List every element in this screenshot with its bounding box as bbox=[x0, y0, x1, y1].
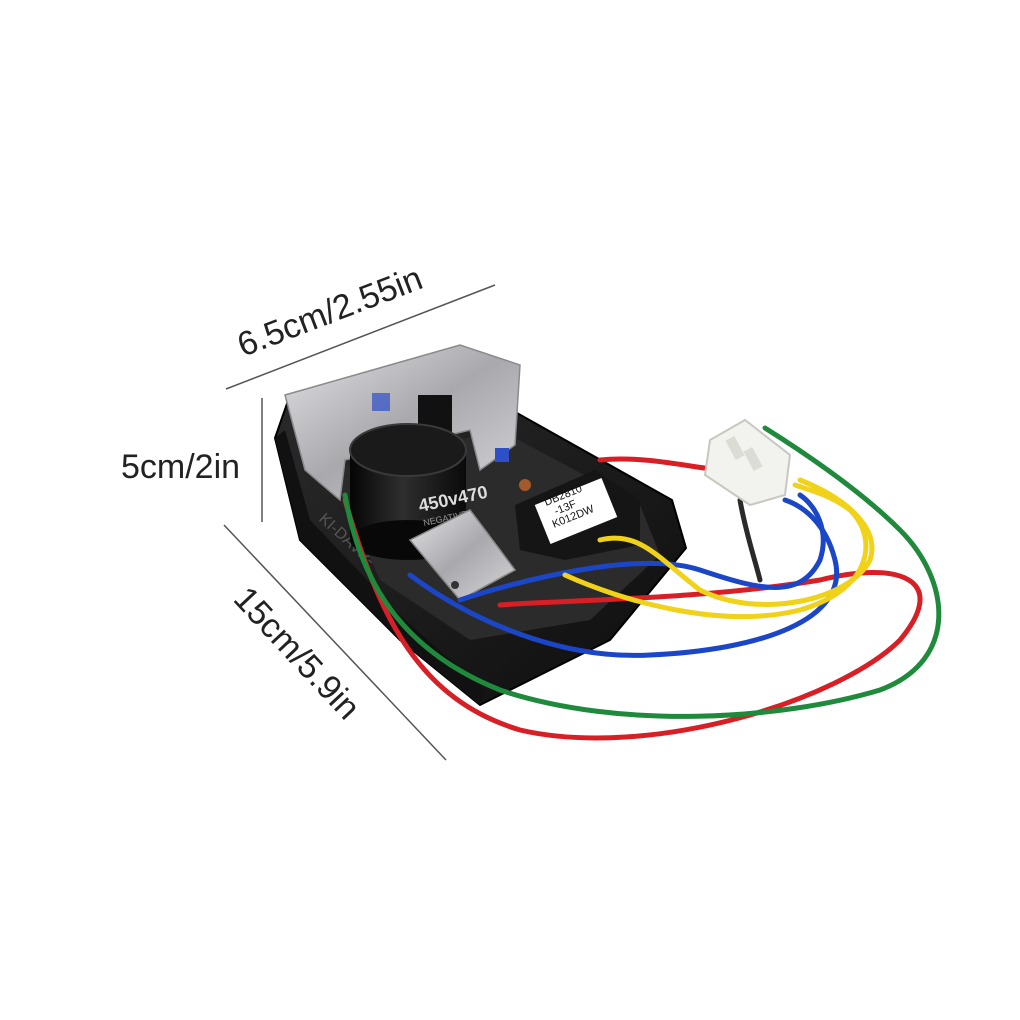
regulator-case-side bbox=[275, 430, 485, 705]
heatsink-bracket bbox=[284, 344, 521, 502]
dimension-label-left: 5cm/2in bbox=[121, 448, 240, 486]
wire-yellow-2 bbox=[597, 477, 875, 607]
wire-harness bbox=[342, 425, 942, 741]
heatsink-blue-mark bbox=[372, 393, 390, 411]
wire-blue-2 bbox=[457, 492, 826, 603]
wire-black bbox=[737, 497, 763, 583]
resistor bbox=[519, 479, 531, 491]
aluminium-fin bbox=[408, 509, 517, 601]
dimension-line-top bbox=[225, 284, 496, 390]
white-connector bbox=[703, 418, 792, 507]
module-sticker bbox=[534, 478, 618, 544]
wire-green bbox=[342, 425, 942, 719]
voltage-regulator: KI-DAVR- 450v470 NEGATIVE DB2810 -13F K0… bbox=[273, 344, 688, 707]
trimmer-pot bbox=[495, 448, 509, 462]
dimension-line-diagonal bbox=[223, 524, 447, 761]
